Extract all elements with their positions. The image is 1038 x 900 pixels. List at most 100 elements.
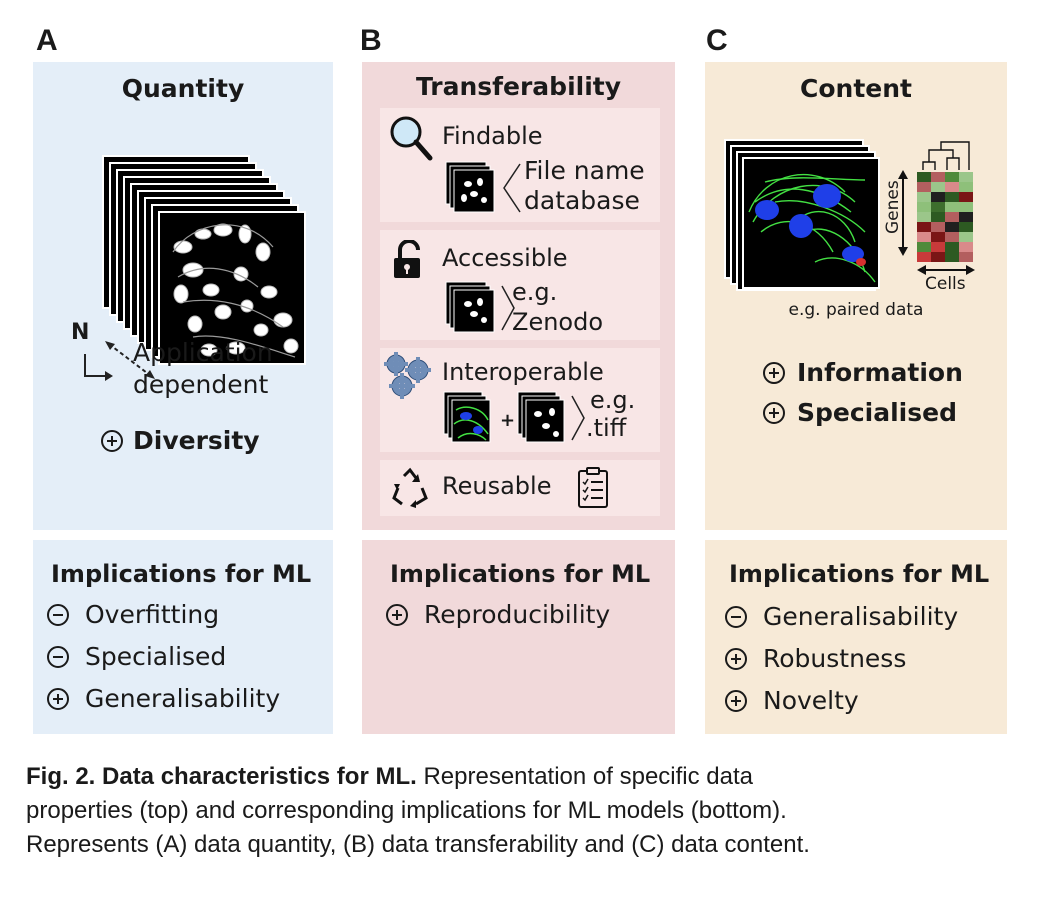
panel-letter-b: B bbox=[360, 24, 382, 57]
image-thumbnail-icon bbox=[445, 161, 521, 213]
minus-icon bbox=[725, 605, 747, 628]
implications-title: Implications for ML bbox=[390, 560, 651, 588]
panel-c-title: Content bbox=[800, 74, 912, 103]
heatmap-cell bbox=[959, 172, 973, 182]
checklist-icon bbox=[578, 467, 608, 508]
panel-letter-c: C bbox=[706, 24, 728, 57]
heatmap-cell bbox=[959, 242, 973, 252]
panel-a-top: Quantity bbox=[33, 62, 333, 530]
implication-label: Generalisability bbox=[85, 684, 281, 713]
implication-label: Specialised bbox=[85, 642, 227, 671]
heatmap-cell bbox=[917, 232, 931, 242]
format-conversion-icon: + bbox=[443, 391, 585, 443]
panel-b-title: Transferability bbox=[415, 72, 622, 101]
plus-icon bbox=[763, 361, 785, 384]
heatmap-cell bbox=[945, 172, 959, 182]
paired-data-icon bbox=[724, 139, 975, 291]
gears-icon bbox=[384, 352, 431, 399]
heatmap-cell bbox=[959, 192, 973, 202]
microscopy-image-icon bbox=[158, 211, 306, 365]
plus-icon bbox=[725, 689, 747, 712]
heatmap-cell bbox=[945, 182, 959, 192]
heatmap-cell bbox=[945, 232, 959, 242]
cells-image-icon bbox=[742, 157, 880, 289]
specialised-item: Specialised bbox=[763, 398, 957, 427]
implication-item: Generalisability bbox=[725, 602, 958, 631]
figure-caption: Fig. 2. Data characteristics for ML. Rep… bbox=[26, 760, 1016, 862]
implications-title: Implications for ML bbox=[729, 560, 990, 588]
implications-title: Implications for ML bbox=[51, 560, 312, 588]
zenodo-label: Zenodo bbox=[512, 308, 604, 336]
implication-item: Overfitting bbox=[47, 600, 219, 629]
recycle-icon bbox=[392, 467, 428, 508]
implication-label: Reproducibility bbox=[424, 600, 611, 629]
caption-bold: Fig. 2. Data characteristics for ML. bbox=[26, 763, 417, 790]
database-label: database bbox=[524, 186, 640, 215]
interoperable-box: Interoperable + e.g. .tiff bbox=[380, 348, 660, 452]
panel-c-implications: Implications for ML Generalisability Rob… bbox=[705, 540, 1007, 734]
heatmap-cell bbox=[945, 242, 959, 252]
heatmap-cell bbox=[917, 182, 931, 192]
plus-icon bbox=[101, 429, 123, 452]
heatmap-cell bbox=[931, 242, 945, 252]
caption-line-3: Represents (A) data quantity, (B) data t… bbox=[26, 831, 810, 858]
heatmap-cell bbox=[945, 212, 959, 222]
heatmap-cell bbox=[931, 232, 945, 242]
heatmap-cell bbox=[931, 222, 945, 232]
magnifier-icon bbox=[390, 116, 433, 161]
svg-text:+: + bbox=[500, 410, 515, 431]
heatmap-cell bbox=[917, 172, 931, 182]
panel-a-title: Quantity bbox=[121, 74, 245, 103]
implication-label: Novelty bbox=[763, 686, 859, 715]
eg-label: e.g. bbox=[512, 278, 558, 306]
plus-icon bbox=[763, 401, 785, 424]
implication-item: Robustness bbox=[725, 644, 906, 673]
interoperable-label: Interoperable bbox=[442, 358, 604, 386]
panel-c-top: Content bbox=[705, 62, 1007, 530]
panel-b-implications: Implications for ML Reproducibility bbox=[362, 540, 675, 734]
accessible-label: Accessible bbox=[442, 244, 568, 272]
file-name-label: File name bbox=[524, 156, 645, 185]
diversity-item: Diversity bbox=[101, 426, 260, 455]
plus-icon bbox=[386, 603, 408, 626]
plus-icon bbox=[47, 687, 69, 710]
heatmap-cell bbox=[945, 222, 959, 232]
minus-icon bbox=[47, 603, 69, 626]
caption-line-2: properties (top) and corresponding impli… bbox=[26, 797, 787, 824]
heatmap-cell bbox=[931, 182, 945, 192]
panel-b-top: Transferability Findable File name datab… bbox=[362, 62, 675, 530]
minus-icon bbox=[47, 645, 69, 668]
heatmap-cell bbox=[959, 212, 973, 222]
findable-box: Findable File name database bbox=[380, 108, 660, 222]
diversity-label: Diversity bbox=[133, 426, 260, 455]
heatmap-cell bbox=[917, 242, 931, 252]
heatmap-cell bbox=[931, 172, 945, 182]
heatmap-cell bbox=[931, 212, 945, 222]
implication-item: Specialised bbox=[47, 642, 226, 671]
dependent-label: dependent bbox=[133, 370, 269, 399]
panel-a-implications: Implications for ML Overfitting Speciali… bbox=[33, 540, 333, 734]
n-axis-arrow bbox=[108, 343, 152, 377]
reusable-box: Reusable bbox=[380, 460, 660, 516]
heatmap-cell bbox=[959, 182, 973, 192]
heatmap-cell bbox=[931, 192, 945, 202]
plus-icon bbox=[725, 647, 747, 670]
information-label: Information bbox=[797, 358, 963, 387]
arrow-icon bbox=[84, 354, 108, 377]
information-item: Information bbox=[763, 358, 963, 387]
caption-line-1: Representation of specific data bbox=[416, 763, 753, 790]
cells-label: Cells bbox=[925, 274, 966, 294]
implication-label: Generalisability bbox=[763, 602, 959, 631]
heatmap-cell bbox=[917, 252, 931, 262]
implication-label: Overfitting bbox=[85, 600, 220, 629]
heatmap-cell bbox=[917, 212, 931, 222]
heatmap-cell bbox=[917, 202, 931, 212]
heatmap-cell bbox=[931, 252, 945, 262]
unlock-icon bbox=[394, 240, 420, 278]
heatmap-cell bbox=[931, 202, 945, 212]
heatmap-cell bbox=[945, 252, 959, 262]
dendrogram-icon bbox=[922, 141, 970, 170]
heatmap-cell bbox=[917, 192, 931, 202]
image-thumbnail-icon bbox=[445, 281, 515, 333]
tiff-label: .tiff bbox=[586, 414, 627, 442]
